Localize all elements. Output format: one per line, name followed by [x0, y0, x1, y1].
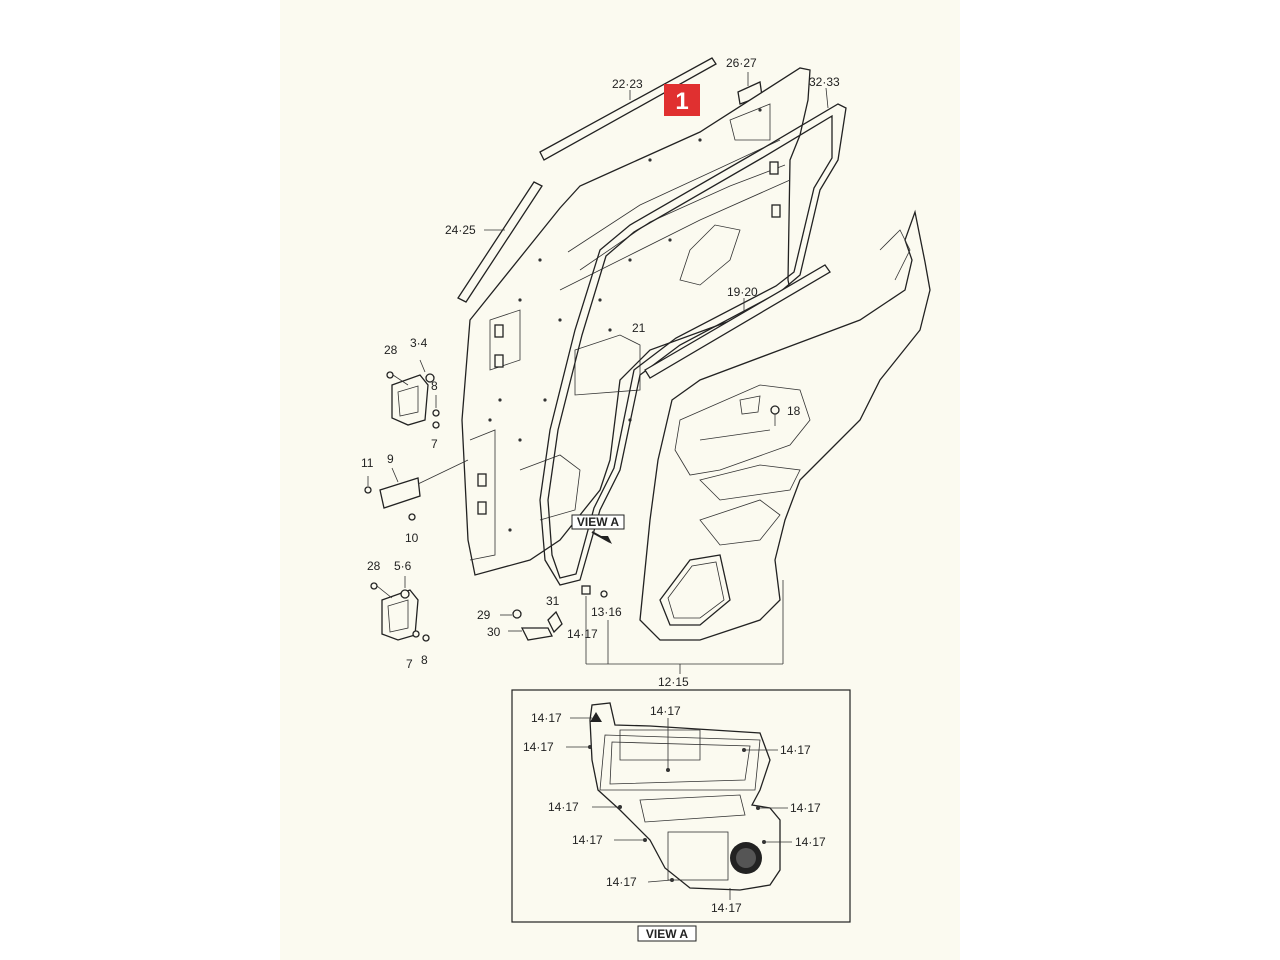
view-a-label: 14·17: [606, 875, 637, 889]
label-13-16: 13·16: [591, 605, 622, 619]
label-7-upper: 7: [431, 437, 438, 451]
label-21: 21: [632, 321, 646, 335]
label-12-15: 12·15: [658, 675, 689, 689]
door-weatherstrip: [539, 87, 847, 586]
label-3-4: 3·4: [410, 336, 428, 350]
label-5-6: 5·6: [394, 559, 412, 573]
label-14-17: 14·17: [567, 627, 598, 641]
door-check-strap: [364, 459, 469, 521]
label-28-lower: 28: [367, 559, 381, 573]
label-29: 29: [477, 608, 491, 622]
view-a-label: 14·17: [531, 711, 562, 725]
view-a-tag: VIEW A: [577, 515, 620, 529]
label-10: 10: [405, 531, 419, 545]
label-24-25: 24·25: [445, 223, 476, 237]
view-a-label: 14·17: [795, 835, 826, 849]
view-a-label: 14·17: [572, 833, 603, 847]
glass-run-channel: [457, 181, 543, 303]
view-a-label: 14·17: [790, 801, 821, 815]
screw-18: [770, 405, 780, 426]
label-31: 31: [546, 594, 560, 608]
label-7-lower: 7: [406, 657, 413, 671]
view-a-callout: VIEW A: [571, 514, 625, 544]
label-8-lower: 8: [421, 653, 428, 667]
view-a-label: 14·17: [523, 740, 554, 754]
view-a-label: 14·17: [780, 743, 811, 757]
badge-number: 1: [675, 88, 688, 115]
label-32-33: 32·33: [809, 75, 840, 89]
label-9: 9: [387, 452, 394, 466]
label-30: 30: [487, 625, 501, 639]
view-a-label: 14·17: [548, 800, 579, 814]
label-22-23: 22·23: [612, 77, 643, 91]
part-number-badge: 1: [664, 84, 700, 116]
view-a-label: 14·17: [650, 704, 681, 718]
view-a-caption-text: VIEW A: [646, 927, 689, 941]
view-a-label: 14·17: [711, 901, 742, 915]
view-a-inset: [511, 689, 851, 923]
label-11: 11: [361, 456, 374, 470]
label-8-upper: 8: [431, 379, 438, 393]
door-trim-panel: [639, 209, 931, 641]
window-channel-strip: [539, 57, 717, 161]
upper-hinge: [386, 359, 440, 429]
label-28-upper: 28: [384, 343, 398, 357]
view-a-caption: VIEW A: [637, 925, 697, 942]
item-12-15-bracket: [585, 580, 784, 674]
lower-hinge: [370, 576, 430, 642]
lower-clips: [500, 585, 608, 641]
label-26-27: 26·27: [726, 56, 757, 70]
belt-molding: [644, 264, 831, 379]
label-18: 18: [787, 404, 801, 418]
label-19-20: 19·20: [727, 285, 758, 299]
